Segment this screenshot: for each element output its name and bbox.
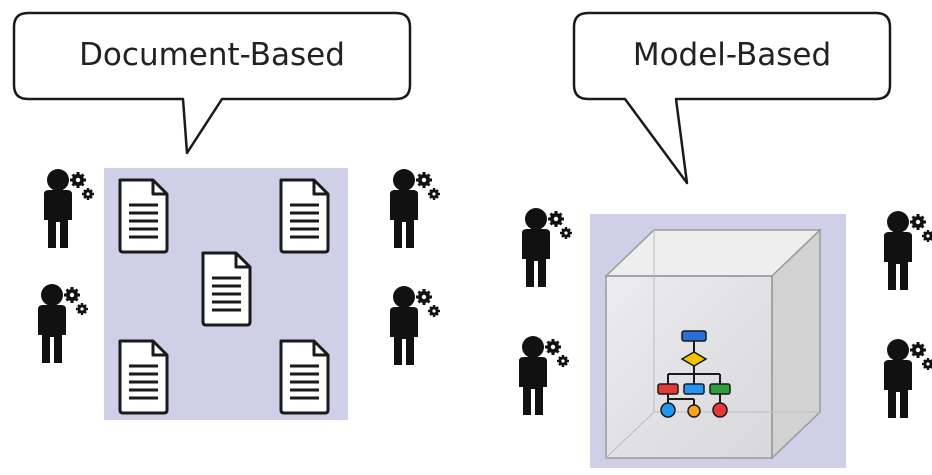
documents-group: [118, 178, 330, 415]
person-with-gear-icon: [520, 207, 574, 289]
person-with-gear-icon: [42, 168, 96, 250]
callout-bubble-shape: [572, 11, 892, 185]
document-icon: [118, 339, 169, 415]
model-based-callout: Model-Based: [560, 0, 932, 200]
person-with-gear-icon: [36, 283, 90, 365]
flowchart-icon: [657, 330, 731, 418]
model-cube-icon: [604, 228, 822, 460]
person-with-gear-icon: [388, 168, 442, 250]
person-with-gear-icon: [517, 335, 571, 417]
document-based-callout: Document-Based: [0, 0, 460, 160]
callout-text-model-based: Model-Based: [632, 37, 832, 73]
callout-text-document-based: Document-Based: [79, 37, 345, 73]
document-icon: [118, 178, 169, 254]
document-icon: [279, 339, 330, 415]
document-icon: [279, 178, 330, 254]
person-with-gear-icon: [882, 210, 932, 292]
document-icon: [201, 251, 252, 327]
callout-bubble-shape: [12, 11, 412, 155]
person-with-gear-icon: [882, 338, 932, 420]
person-with-gear-icon: [388, 285, 442, 367]
